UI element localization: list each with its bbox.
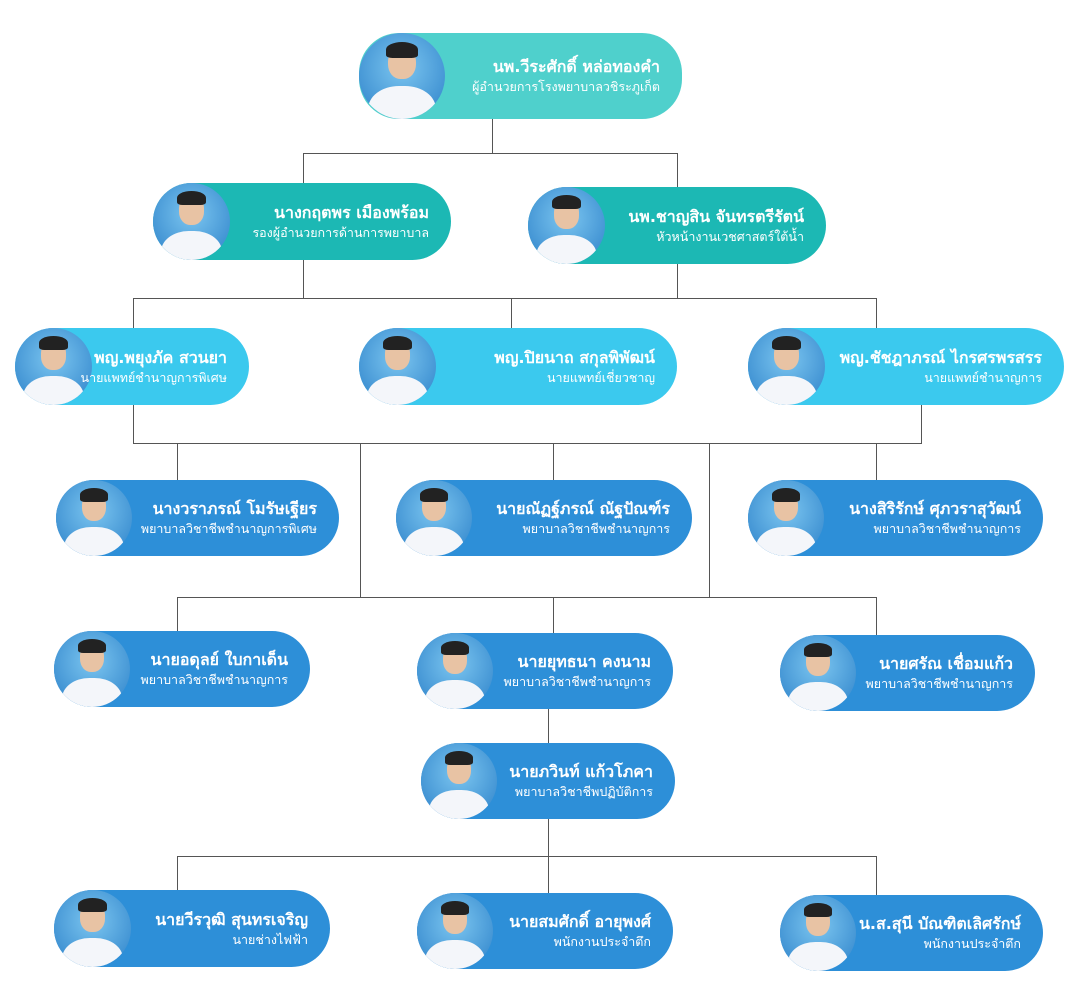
person-name: นพ.ชาญสิน จันทรตรีรัตน์ <box>628 206 804 226</box>
person-name: พญ.ชัชฎาภรณ์ ไกรศรพรสรร <box>839 347 1042 367</box>
org-card: นางวราภรณ์ โมรัษเฐียรพยาบาลวิชาชีพชำนาญก… <box>56 480 339 556</box>
person-position: พยาบาลวิชาชีพชำนาญการ <box>865 676 1013 691</box>
org-card: นางสิริรักษ์ ศุภวราสุวัฒน์พยาบาลวิชาชีพช… <box>748 480 1043 556</box>
person-position: พยาบาลวิชาชีพชำนาญการ <box>503 674 651 689</box>
person-position: นายแพทย์ชำนาญการพิเศษ <box>80 369 227 385</box>
person-name: นายณัฏฐ์ภรณ์ ณัฐปัณฑ์ร <box>496 499 670 518</box>
person-position: พนักงานประจำตึก <box>923 936 1021 951</box>
person-name: นพ.วีระศักดิ์ หล่อทองคำ <box>492 57 660 76</box>
person-photo <box>421 743 497 819</box>
person-photo <box>153 183 230 260</box>
person-photo <box>748 328 825 405</box>
person-name: พญ.ปิยนาถ สกุลพิพัฒน์ <box>494 347 655 367</box>
person-position: ผู้อำนวยการโรงพยาบาลวชิระภูเก็ต <box>472 79 660 94</box>
org-card: นพ.ชาญสิน จันทรตรีรัตน์หัวหน้างานเวชศาสต… <box>528 187 826 264</box>
person-position: พยาบาลวิชาชีพชำนาญการ <box>140 672 288 687</box>
org-card: นายอดุลย์ ใบกาเด็นพยาบาลวิชาชีพชำนาญการ <box>54 631 310 707</box>
org-card: นพ.วีระศักดิ์ หล่อทองคำผู้อำนวยการโรงพยา… <box>359 33 682 119</box>
person-photo <box>56 480 132 556</box>
org-card: พญ.ชัชฎาภรณ์ ไกรศรพรสรรนายแพทย์ชำนาญการ <box>748 328 1064 405</box>
org-card: นายณัฏฐ์ภรณ์ ณัฐปัณฑ์รพยาบาลวิชาชีพชำนาญ… <box>396 480 692 556</box>
person-name: นางกฤตพร เมืองพร้อม <box>274 202 429 222</box>
person-position: รองผู้อำนวยการด้านการพยาบาล <box>252 224 429 240</box>
person-photo <box>528 187 605 264</box>
person-name: น.ส.สุนี บัณฑิตเลิศรักษ์ <box>858 914 1021 933</box>
person-position: พนักงานประจำตึก <box>553 934 651 949</box>
person-name: นายยุทธนา คงนาม <box>517 652 651 671</box>
person-photo <box>417 893 493 969</box>
person-name: นางสิริรักษ์ ศุภวราสุวัฒน์ <box>849 499 1021 518</box>
person-photo <box>359 33 445 119</box>
org-card: น.ส.สุนี บัณฑิตเลิศรักษ์พนักงานประจำตึก <box>780 895 1043 971</box>
person-photo <box>780 895 856 971</box>
person-position: นายแพทย์ชำนาญการ <box>924 369 1042 385</box>
person-name: นายสมศักดิ์ อายุพงศ์ <box>509 912 651 931</box>
person-photo <box>748 480 824 556</box>
person-position: นายแพทย์เชี่ยวชาญ <box>546 369 655 385</box>
person-photo <box>359 328 436 405</box>
person-position: พยาบาลวิชาชีพชำนาญการพิเศษ <box>140 521 317 536</box>
org-card: นายยุทธนา คงนามพยาบาลวิชาชีพชำนาญการ <box>417 633 673 709</box>
org-card: นางกฤตพร เมืองพร้อมรองผู้อำนวยการด้านการ… <box>153 183 451 260</box>
person-photo <box>396 480 472 556</box>
org-card: นายศรัณ เชื่อมแก้วพยาบาลวิชาชีพชำนาญการ <box>780 635 1035 711</box>
person-name: นางวราภรณ์ โมรัษเฐียร <box>152 499 317 518</box>
person-position: นายช่างไฟฟ้า <box>232 931 308 947</box>
person-name: นายวีรวุฒิ สุนทรเจริญ <box>155 909 308 929</box>
person-position: พยาบาลวิชาชีพชำนาญการ <box>873 521 1021 536</box>
person-name: นายศรัณ เชื่อมแก้ว <box>879 654 1013 673</box>
person-photo <box>15 328 92 405</box>
org-card: พญ.พยุงภัค สวนยานายแพทย์ชำนาญการพิเศษ <box>15 328 249 405</box>
person-position: พยาบาลวิชาชีพปฏิบัติการ <box>514 784 653 799</box>
org-card: นายภวินท์ แก้วโภคาพยาบาลวิชาชีพปฏิบัติกา… <box>421 743 675 819</box>
person-position: พยาบาลวิชาชีพชำนาญการ <box>522 521 670 536</box>
person-photo <box>417 633 493 709</box>
person-photo <box>780 635 856 711</box>
person-name: นายอดุลย์ ใบกาเด็น <box>150 650 288 669</box>
org-card: นายวีรวุฒิ สุนทรเจริญนายช่างไฟฟ้า <box>54 890 330 967</box>
person-name: พญ.พยุงภัค สวนยา <box>94 347 227 367</box>
person-name: นายภวินท์ แก้วโภคา <box>509 762 653 781</box>
person-photo <box>54 631 130 707</box>
org-card: นายสมศักดิ์ อายุพงศ์พนักงานประจำตึก <box>417 893 673 969</box>
person-position: หัวหน้างานเวชศาสตร์ใต้น้ำ <box>656 228 804 244</box>
person-photo <box>54 890 131 967</box>
org-card: พญ.ปิยนาถ สกุลพิพัฒน์นายแพทย์เชี่ยวชาญ <box>359 328 677 405</box>
